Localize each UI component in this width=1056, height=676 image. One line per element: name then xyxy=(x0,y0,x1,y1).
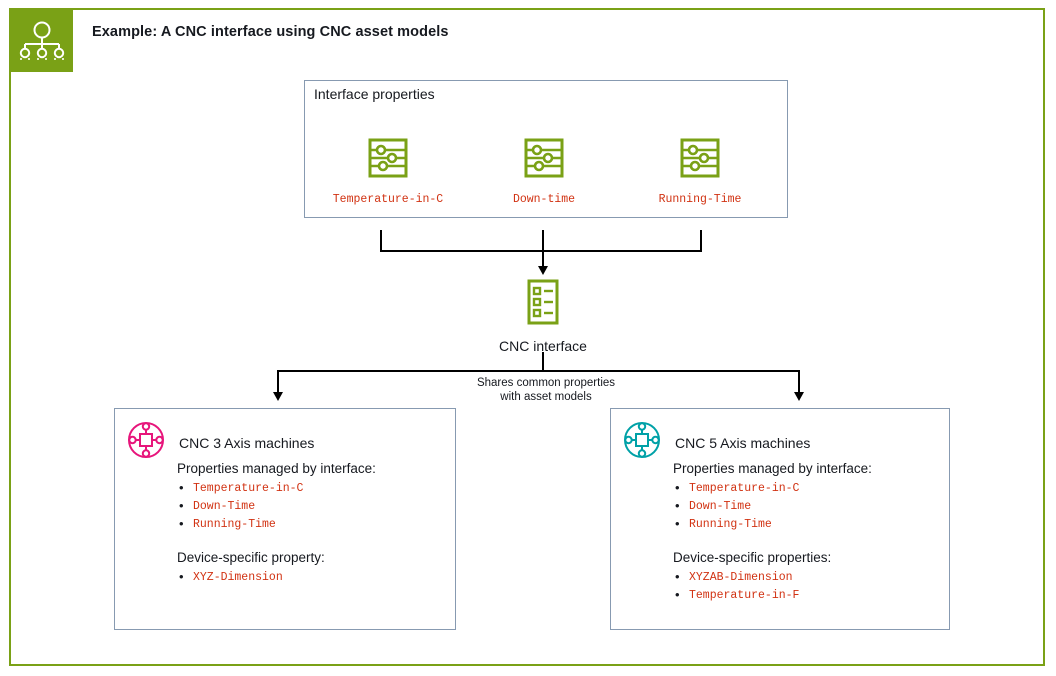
connector-stub-left xyxy=(380,230,382,252)
property-sliders-icon xyxy=(638,134,762,187)
cnc-3-axis-body: Properties managed by interface: Tempera… xyxy=(177,461,447,587)
property-sliders-icon xyxy=(326,134,450,187)
interface-property-label: Down-time xyxy=(512,193,576,206)
connector-branch-left xyxy=(277,370,279,394)
cnc-5-axis-managed-list: Temperature-in-C Down-Time Running-Time xyxy=(673,479,941,534)
cnc-5-axis-panel: CNC 5 Axis machines Properties managed b… xyxy=(610,408,950,630)
connector-description: Shares common properties with asset mode… xyxy=(432,375,660,405)
cnc-3-axis-specific-heading: Device-specific property: xyxy=(177,550,325,565)
interface-list-icon xyxy=(494,278,592,333)
cnc-machine-icon xyxy=(623,421,661,464)
arrow-to-cnc-3-axis xyxy=(273,392,283,401)
connector-drop-from-interface xyxy=(542,352,544,372)
cnc-5-axis-managed-heading: Properties managed by interface: xyxy=(673,461,872,476)
interface-properties-title: Interface properties xyxy=(314,86,435,102)
list-item: Temperature-in-C xyxy=(673,479,941,498)
list-item: Down-Time xyxy=(673,497,941,516)
connector-stub-middle xyxy=(542,230,544,252)
list-item: Temperature-in-C xyxy=(177,479,447,498)
cnc-3-axis-panel: CNC 3 Axis machines Properties managed b… xyxy=(114,408,456,630)
connector-bus-top xyxy=(380,250,702,252)
interface-property-label: Running-Time xyxy=(658,193,742,206)
cnc-machine-icon xyxy=(127,421,165,464)
cnc-5-axis-body: Properties managed by interface: Tempera… xyxy=(673,461,941,605)
cnc-interface-label: CNC interface xyxy=(499,338,587,354)
page-title: Example: A CNC interface using CNC asset… xyxy=(92,24,449,40)
list-item: Running-Time xyxy=(177,515,447,534)
list-item: Down-Time xyxy=(177,497,447,516)
asset-hierarchy-icon xyxy=(11,10,73,72)
interface-property-0[interactable]: Temperature-in-C xyxy=(326,134,450,206)
interface-property-1[interactable]: Down-time xyxy=(482,134,606,206)
connector-drop-to-interface xyxy=(542,250,544,268)
cnc-3-axis-managed-list: Temperature-in-C Down-Time Running-Time xyxy=(177,479,447,534)
connector-description-line1: Shares common properties xyxy=(476,377,616,389)
outer-frame-border xyxy=(9,8,1045,666)
arrow-to-cnc-interface xyxy=(538,266,548,275)
connector-branch-right xyxy=(798,370,800,394)
cnc-3-axis-title: CNC 3 Axis machines xyxy=(179,434,315,451)
cnc-3-axis-header: CNC 3 Axis machines xyxy=(127,421,314,464)
connector-bus-bottom xyxy=(277,370,800,372)
interface-property-label: Temperature-in-C xyxy=(332,193,444,206)
section-spacer xyxy=(673,534,941,550)
list-item: Running-Time xyxy=(673,515,941,534)
cnc-5-axis-specific-heading: Device-specific properties: xyxy=(673,550,832,565)
list-item: Temperature-in-F xyxy=(673,586,941,605)
cnc-5-axis-specific-list: XYZAB-Dimension Temperature-in-F xyxy=(673,568,941,605)
cnc-3-axis-managed-heading: Properties managed by interface: xyxy=(177,461,376,476)
cnc-interface-node[interactable]: CNC interface xyxy=(494,278,592,354)
cnc-5-axis-title: CNC 5 Axis machines xyxy=(675,434,811,451)
arrow-to-cnc-5-axis xyxy=(794,392,804,401)
connector-description-line2: with asset models xyxy=(500,391,592,403)
section-spacer xyxy=(177,534,447,550)
cnc-3-axis-specific-list: XYZ-Dimension xyxy=(177,568,447,587)
connector-stub-right xyxy=(700,230,702,252)
cnc-5-axis-header: CNC 5 Axis machines xyxy=(623,421,810,464)
interface-property-2[interactable]: Running-Time xyxy=(638,134,762,206)
property-sliders-icon xyxy=(482,134,606,187)
list-item: XYZAB-Dimension xyxy=(673,568,941,587)
list-item: XYZ-Dimension xyxy=(177,568,447,587)
